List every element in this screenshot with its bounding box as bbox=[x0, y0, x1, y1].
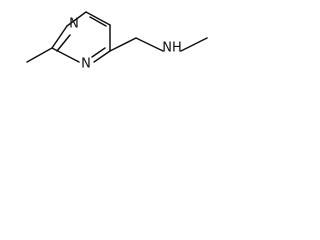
bond-c4-n3-inner bbox=[91, 47, 106, 58]
bond-nh-methyl bbox=[180, 37, 208, 52]
bond-c4-ch2 bbox=[109, 37, 137, 52]
molecule-structure-diagram: N N NH bbox=[26, 11, 208, 72]
bond-c4-n3 bbox=[93, 50, 111, 63]
atom-label-n1: N bbox=[69, 17, 79, 32]
bond-c2-n1 bbox=[51, 25, 68, 49]
bond-ch2-nh bbox=[135, 37, 164, 52]
bond-c6-c5-inner bbox=[89, 16, 107, 27]
bond-n3-c2 bbox=[51, 47, 80, 63]
bond-c6-c5 bbox=[85, 11, 111, 26]
bond-c2-methyl bbox=[26, 47, 53, 63]
bond-n1-c6 bbox=[66, 11, 87, 27]
atom-label-nh: NH bbox=[162, 41, 182, 56]
bond-n1-c2-inner bbox=[56, 34, 71, 52]
atom-label-n3: N bbox=[81, 57, 91, 72]
